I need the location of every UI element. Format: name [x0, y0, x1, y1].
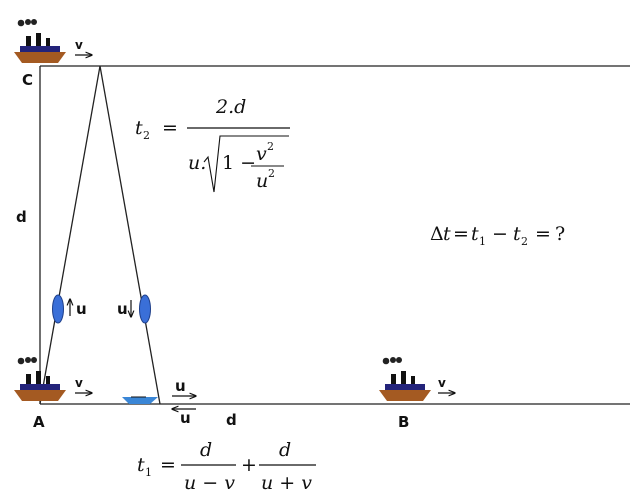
swimmer-path — [39, 65, 161, 405]
velocity-arrow-c: v — [75, 38, 92, 55]
svg-text:=: = — [453, 223, 469, 245]
small-boat — [122, 397, 158, 404]
ship-c — [14, 19, 66, 63]
svg-text:2.d: 2.d — [215, 96, 246, 118]
svg-text:u.: u. — [188, 152, 206, 174]
svg-text:t: t — [135, 117, 143, 139]
svg-text:=: = — [160, 454, 176, 476]
svg-text:v: v — [256, 143, 267, 165]
label-d-vertical: d — [16, 208, 27, 226]
swimmer-going-speed: u — [70, 299, 87, 318]
svg-text:t: t — [443, 223, 451, 245]
svg-text:u: u — [175, 377, 186, 395]
svg-text:u + v: u + v — [261, 472, 312, 493]
svg-text:u: u — [117, 300, 128, 318]
svg-text:d: d — [200, 439, 212, 461]
velocity-arrow-b: v — [438, 376, 455, 393]
swimmer-going — [52, 294, 64, 324]
label-c: C — [22, 71, 33, 89]
formula-t2: t 2 = 2.d u. 1 − v 2 u 2 — [135, 96, 290, 193]
svg-text:d: d — [279, 439, 291, 461]
boat-speed-arrows: u u — [172, 377, 196, 427]
ship-b — [379, 357, 431, 401]
svg-text:v: v — [75, 38, 83, 52]
svg-text:?: ? — [555, 223, 565, 245]
svg-text:t: t — [137, 454, 145, 476]
svg-text:u − v: u − v — [184, 472, 235, 493]
swimmer-returning-speed: u — [117, 300, 131, 318]
svg-text:u: u — [180, 409, 191, 427]
svg-text:1: 1 — [145, 466, 152, 479]
label-b: B — [398, 413, 409, 431]
svg-text:=: = — [162, 117, 178, 139]
svg-text:=: = — [535, 223, 551, 245]
svg-text:2: 2 — [267, 140, 274, 153]
velocity-arrow-a: v — [75, 376, 92, 393]
svg-text:t: t — [513, 223, 521, 245]
svg-text:2: 2 — [268, 167, 275, 180]
svg-text:2: 2 — [143, 129, 150, 142]
svg-text:v: v — [438, 376, 446, 390]
svg-text:t: t — [471, 223, 479, 245]
svg-text:v: v — [75, 376, 83, 390]
svg-text:1: 1 — [479, 235, 486, 248]
label-d-horizontal: d — [226, 411, 237, 429]
label-a: A — [33, 413, 45, 431]
svg-text:Δ: Δ — [430, 223, 444, 245]
svg-text:1 −: 1 − — [222, 152, 256, 174]
svg-text:+: + — [241, 454, 257, 476]
svg-text:−: − — [492, 223, 508, 245]
svg-text:u: u — [256, 170, 268, 192]
formula-t1: t 1 = d u − v + d u + v — [137, 439, 316, 493]
formula-delta-t: Δ t = t 1 − t 2 = ? — [430, 223, 565, 248]
swimmer-returning — [139, 294, 151, 324]
svg-text:2: 2 — [521, 235, 528, 248]
svg-text:u: u — [76, 300, 87, 318]
